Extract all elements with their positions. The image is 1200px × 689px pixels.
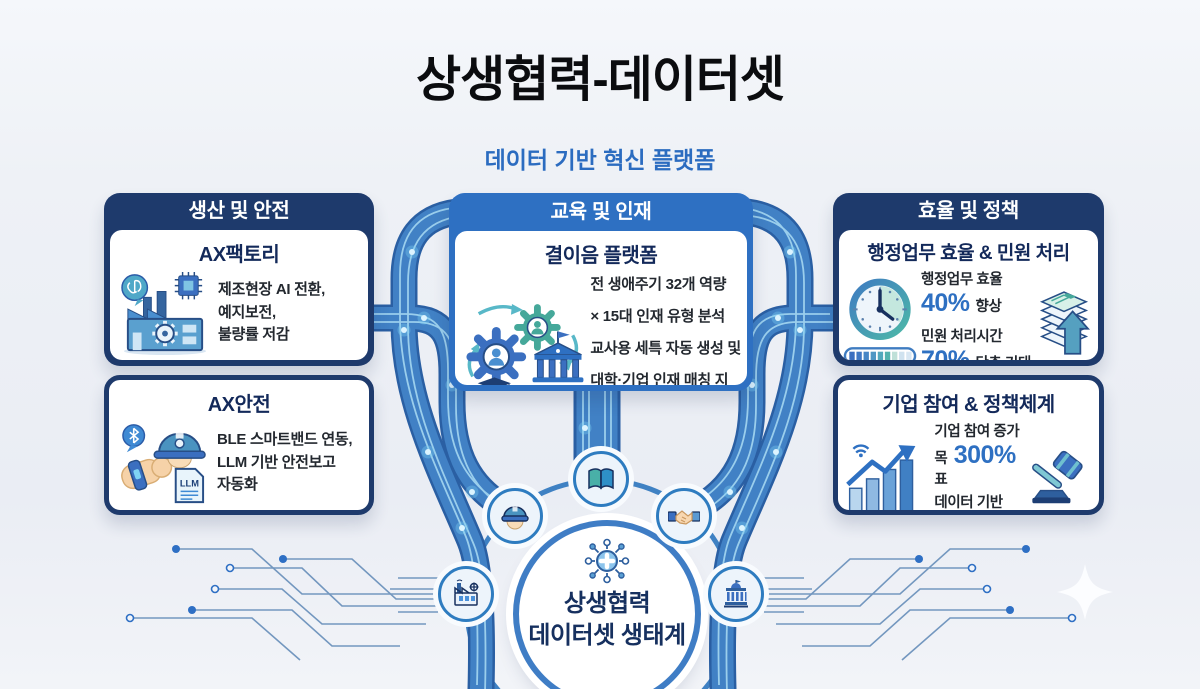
page-subtitle: 데이터 기반 혁신 플랫폼 <box>484 147 716 173</box>
network-hub-icon <box>584 538 630 584</box>
metrics: 행정업무 효율 40% 향상 민원 처리시간 70% 단축 기대 <box>921 268 1034 360</box>
card-text: BLE 스마트밴드 연동, LLM 기반 안전보고 자동화 <box>217 431 353 494</box>
svg-text:LLM: LLM <box>180 478 199 488</box>
gears-talent-icon <box>466 303 584 385</box>
card-title: 기업 참여 & 정책체계 <box>882 394 1055 416</box>
satellite-industry <box>438 566 494 622</box>
metric-value: 70% <box>921 346 970 360</box>
factory-icon <box>454 579 479 606</box>
government-icon <box>724 580 748 608</box>
handshake-icon <box>668 510 700 525</box>
card-text: 제조현장 AI 전환, 예지보전, 불량률 저감 <box>218 281 326 344</box>
page-title: 상생협력-데이터셋 <box>416 53 785 107</box>
growth-chart-icon <box>846 443 916 510</box>
panel-header-efficiency: 효율 및 정책 <box>917 200 1019 222</box>
card-admin-efficiency: 행정업무 효율 & 민원 처리 <box>839 230 1098 360</box>
hub-title-line1: 상생협력 <box>563 590 651 617</box>
panel-production-unit: 생산 및 안전 AX팩토리 <box>104 193 374 366</box>
metric-value: 40% <box>921 289 970 317</box>
card-title: AX안전 <box>207 394 271 416</box>
panel-header-production: 생산 및 안전 <box>188 200 290 222</box>
panel-education-unit: 교육 및 인재 결이음 플랫폼 <box>449 193 753 391</box>
smartband-safety-icon: LLM <box>121 424 206 504</box>
panel-efficiency-policy: 효율 및 정책 행정업무 효율 & 민원 처리 <box>833 193 1104 515</box>
card-title: 결이음 플랫폼 <box>544 245 658 267</box>
ai-factory-icon <box>121 271 207 356</box>
metric-value: 300% <box>953 441 1016 469</box>
satellite-cooperation <box>656 488 712 544</box>
card-policy-framework: 기업 참여 & 정책체계 기 <box>833 375 1104 515</box>
sparkle-icon <box>1057 564 1113 620</box>
panel-production-safety: 생산 및 안전 AX팩토리 <box>104 193 374 515</box>
gavel-icon <box>1031 450 1083 503</box>
clock-progress-icon <box>843 278 917 360</box>
metrics: 기업 참여 증가 목표 300% 데이터 기반 정책체계 구현 <box>934 424 1020 511</box>
satellite-safety <box>487 488 543 544</box>
panel-efficiency-unit: 효율 및 정책 행정업무 효율 & 민원 처리 <box>833 193 1104 366</box>
card-ax-factory: AX팩토리 <box>110 230 368 360</box>
panel-header-education: 교육 및 인재 <box>550 201 652 223</box>
hub-title-line2: 데이터셋 생태계 <box>528 622 686 650</box>
card-gyeoleum-platform: 결이음 플랫폼 <box>455 231 747 385</box>
panel-education-talent: 교육 및 인재 결이음 플랫폼 <box>449 193 753 391</box>
book-icon <box>588 468 614 490</box>
card-ax-safety: AX안전 <box>104 375 374 515</box>
hub-ecosystem: 상생협력 데이터셋 생태계 <box>513 520 701 689</box>
documents-up-icon <box>1039 290 1090 355</box>
card-title: 행정업무 효율 & 민원 처리 <box>867 243 1070 264</box>
safety-helmet-icon <box>501 506 529 530</box>
card-text: 전 생애주기 32개 역량 × 15대 인재 유형 분석 교사용 세특 자동 생… <box>590 276 741 385</box>
card-title: AX팩토리 <box>198 244 280 266</box>
satellite-education <box>573 451 629 507</box>
satellite-government <box>708 566 764 622</box>
